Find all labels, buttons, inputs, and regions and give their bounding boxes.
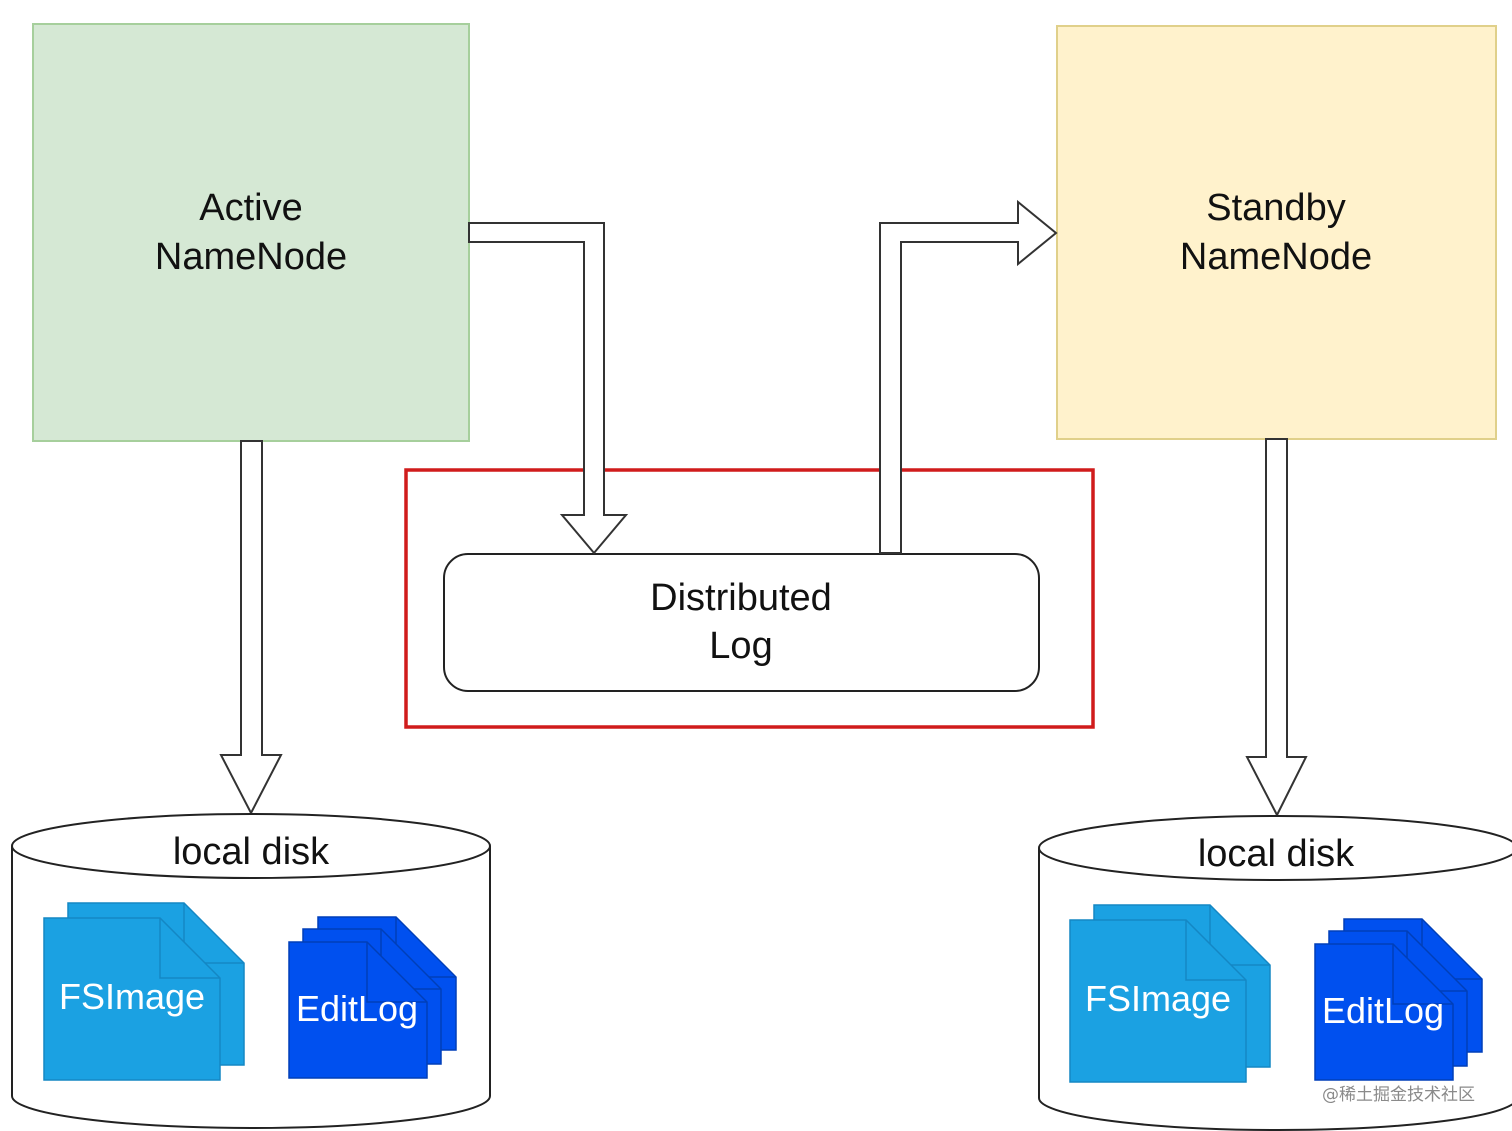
distributed-log-label-1: Distributed — [650, 577, 832, 619]
fsimage-label-left: FSImage — [59, 976, 205, 1017]
arrow-active-to-disk — [219, 440, 283, 816]
editlog-label-right: EditLog — [1322, 990, 1444, 1031]
local-disk-left: local disk FSImage EditLog — [11, 813, 491, 1129]
arrow-standby-to-disk — [1245, 438, 1308, 818]
local-disk-right: local disk FSImage EditLog — [1038, 815, 1512, 1131]
distributed-log-label-2: Log — [709, 625, 772, 667]
arrow-log-to-standby — [879, 199, 1058, 554]
arrow-active-to-log — [468, 222, 629, 555]
distributed-log: Distributed Log — [443, 553, 1040, 692]
fsimage-label-right: FSImage — [1085, 978, 1231, 1019]
fsimage-stack-left: FSImage — [43, 902, 245, 1081]
editlog-stack-left: EditLog — [288, 916, 457, 1079]
highlight-frame — [404, 468, 1095, 729]
standby-namenode-label-2: NameNode — [1180, 236, 1372, 278]
watermark: @稀土掘金技术社区 — [1322, 1085, 1475, 1105]
local-disk-right-label: local disk — [1198, 833, 1355, 875]
editlog-stack-right: EditLog — [1314, 918, 1483, 1081]
editlog-label-left: EditLog — [296, 988, 418, 1029]
fsimage-stack-right: FSImage — [1069, 904, 1271, 1083]
standby-namenode: Standby NameNode — [1056, 25, 1497, 440]
active-namenode-label-1: Active — [199, 187, 302, 229]
standby-namenode-label-1: Standby — [1206, 187, 1345, 229]
active-namenode-label-2: NameNode — [155, 236, 347, 278]
active-namenode: Active NameNode — [32, 23, 470, 442]
local-disk-left-label: local disk — [173, 831, 330, 873]
